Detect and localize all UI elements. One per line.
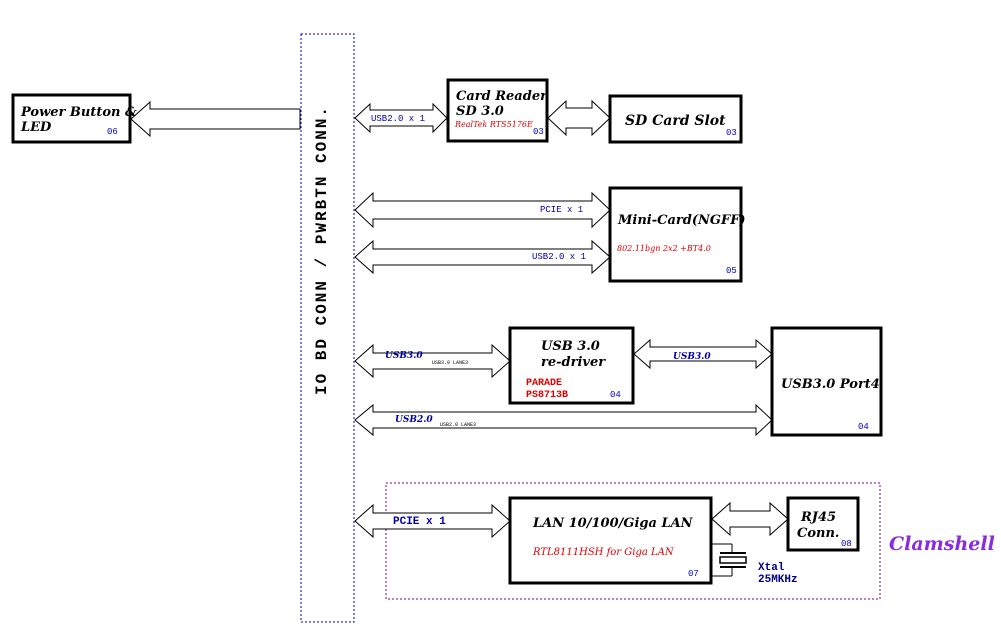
crystal-symbol bbox=[712, 543, 747, 577]
lan-box bbox=[508, 496, 713, 585]
rj45-label-2: Conn. bbox=[797, 526, 839, 541]
power-button-label-1: Power Button & bbox=[20, 105, 137, 120]
lan-label: LAN 10/100/Giga LAN bbox=[532, 516, 694, 531]
sd-card-slot-page: 03 bbox=[726, 128, 737, 138]
card-reader-page: 03 bbox=[533, 127, 544, 137]
lan-rj45-arrow bbox=[711, 501, 789, 537]
xtal-label-1: Xtal bbox=[758, 562, 785, 574]
card-reader-chip: RealTek RTS5176E bbox=[454, 120, 533, 129]
usb-port-box bbox=[770, 326, 883, 437]
lan-chip: RTL8111HSH for Giga LAN bbox=[532, 547, 675, 558]
usb-redriver-label-1: USB 3.0 bbox=[541, 339, 600, 354]
usb-redriver-chip-1: PARADE bbox=[526, 378, 562, 389]
mini-card-usb-signal: USB2.0 x 1 bbox=[532, 252, 586, 262]
lan-page: 07 bbox=[688, 569, 699, 579]
usb-redriver-page: 04 bbox=[610, 390, 621, 400]
usb-port-page: 04 bbox=[858, 422, 869, 432]
redriver-out-signal: USB3.0 bbox=[673, 352, 711, 362]
power-button-box bbox=[11, 93, 132, 144]
sd-card-slot-box bbox=[608, 94, 743, 144]
port-usb2-lane: USB2.0 LANE3 bbox=[440, 422, 476, 428]
mini-card-label: Mini-Card(NGFF) bbox=[617, 213, 746, 228]
card-reader-box bbox=[446, 78, 549, 143]
rj45-label-1: RJ45 bbox=[800, 510, 836, 525]
usb-port-label: USB3.0 Port4 bbox=[781, 377, 880, 392]
lan-pcie-signal: PCIE x 1 bbox=[393, 516, 446, 528]
usb-redriver-chip-2: PS8713B bbox=[526, 390, 568, 401]
mini-card-pcie-signal: PCIE x 1 bbox=[540, 205, 583, 215]
mini-card-box bbox=[608, 186, 743, 283]
power-button-label-2: LED bbox=[20, 120, 52, 135]
redriver-in-signal: USB3.0 bbox=[385, 351, 423, 361]
card-reader-label-1: Card Reader bbox=[456, 89, 548, 104]
power-button-page: 06 bbox=[107, 127, 118, 137]
xtal-label-2: 25MKHz bbox=[758, 574, 798, 586]
card-reader-usb-signal: USB2.0 x 1 bbox=[371, 114, 425, 124]
usb-redriver-box bbox=[508, 326, 635, 405]
io-connector-label: IO BD CONN / PWRBTN CONN. bbox=[313, 105, 331, 395]
card-reader-sd-arrow bbox=[547, 99, 611, 137]
redriver-in-lane: USB3.0 LANE3 bbox=[432, 360, 468, 366]
port-usb2-signal: USB2.0 bbox=[395, 415, 433, 425]
sd-card-slot-label: SD Card Slot bbox=[625, 113, 726, 129]
power-button-arrow bbox=[130, 100, 301, 138]
clamshell-region bbox=[385, 482, 881, 600]
mini-card-chip: 802.11bgn 2x2 +BT4.0 bbox=[617, 244, 711, 253]
card-reader-label-2: SD 3.0 bbox=[456, 104, 504, 119]
rj45-page: 08 bbox=[841, 539, 852, 549]
mini-card-page: 05 bbox=[726, 266, 737, 276]
clamshell-label: Clamshell bbox=[889, 533, 995, 555]
io-connector-strip bbox=[300, 33, 355, 623]
usb-redriver-label-2: re-driver bbox=[541, 355, 606, 370]
rj45-box bbox=[786, 496, 860, 552]
